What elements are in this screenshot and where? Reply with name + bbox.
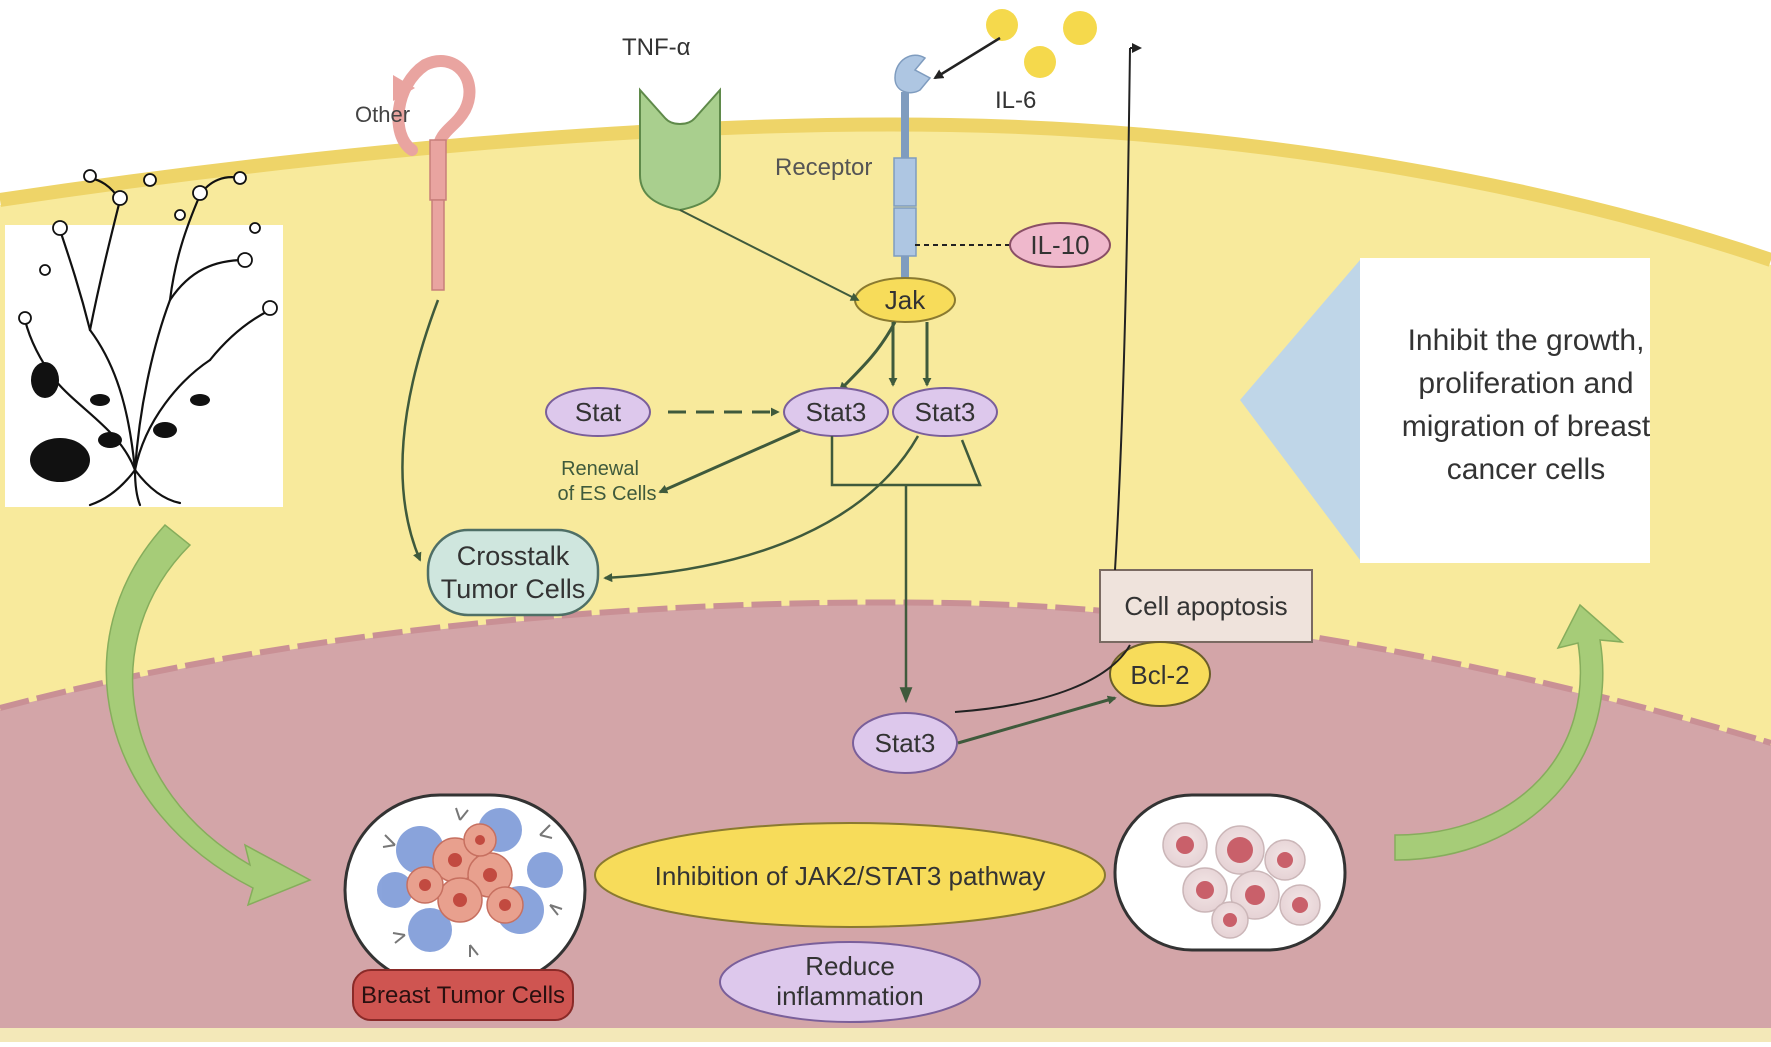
crosstalk-label-1: Crosstalk bbox=[457, 541, 570, 571]
stat-node bbox=[545, 387, 651, 437]
stat3-label-b: Stat3 bbox=[915, 397, 976, 427]
renewal-label-2: of ES Cells bbox=[558, 483, 657, 505]
reduce-label-1: Reduce bbox=[805, 951, 895, 981]
outcome-pointer-triangle bbox=[1240, 260, 1360, 560]
breast-tumor-cells-label: Breast Tumor Cells bbox=[361, 982, 565, 1009]
il6-molecules bbox=[986, 9, 1097, 78]
crosstalk-label-2: Tumor Cells bbox=[441, 574, 586, 604]
stat3-node-b bbox=[892, 387, 998, 437]
stat3-to-apoptosis-line bbox=[954, 644, 1131, 713]
other-ligand-triangle bbox=[393, 75, 415, 101]
stat3-node-nuclear bbox=[852, 712, 958, 774]
stat3-to-renewal-arrow bbox=[658, 428, 801, 494]
il10-label: IL-10 bbox=[1030, 230, 1089, 260]
stat3-label-c: Stat3 bbox=[875, 728, 936, 758]
tnf-to-jak-arrow bbox=[679, 209, 860, 301]
jak-to-stat3a-arrow bbox=[838, 321, 897, 392]
other-label: Other bbox=[355, 102, 410, 127]
tnf-label: TNF-α bbox=[622, 34, 691, 61]
bcl2-label: Bcl-2 bbox=[1130, 660, 1189, 690]
inhibit-line-2: proliferation and bbox=[1418, 367, 1633, 400]
cell-apoptosis-label: Cell apoptosis bbox=[1124, 591, 1287, 621]
treated-cells-image bbox=[1113, 793, 1347, 952]
stat3-to-bcl2-arrow bbox=[957, 695, 1117, 745]
reduce-inflammation-node bbox=[719, 941, 981, 1023]
breast-tumor-cells-badge bbox=[352, 969, 574, 1021]
stat3-node-a bbox=[783, 387, 889, 437]
il6-receptor bbox=[893, 54, 932, 286]
il6-label: IL-6 bbox=[995, 87, 1036, 114]
outcome-panel bbox=[1360, 258, 1650, 563]
inhibition-pathway-node bbox=[594, 822, 1106, 928]
cell-apoptosis-box bbox=[1099, 569, 1313, 643]
il6-binding-arrow bbox=[933, 36, 1001, 80]
apoptosis-feedback-line bbox=[1114, 47, 1131, 571]
plant-illustration bbox=[5, 169, 283, 507]
other-to-crosstalk-arrow bbox=[401, 299, 440, 562]
inhibition-pathway-label: Inhibition of JAK2/STAT3 pathway bbox=[655, 861, 1046, 891]
stat3-to-crosstalk-arrow bbox=[603, 435, 920, 583]
inhibit-line-3: migration of breast bbox=[1402, 410, 1651, 443]
inhibit-line-1: Inhibit the growth, bbox=[1408, 324, 1645, 357]
bottom-strip bbox=[0, 1028, 1771, 1042]
nuclear-envelope bbox=[0, 599, 1771, 746]
stat3-label-a: Stat3 bbox=[806, 397, 867, 427]
tnf-receptor bbox=[639, 87, 721, 212]
breast-tumor-cluster-image bbox=[343, 793, 587, 987]
other-receptor bbox=[392, 55, 476, 291]
il10-node bbox=[1009, 222, 1111, 268]
reduce-label-2: inflammation bbox=[776, 981, 923, 1011]
jak-label: Jak bbox=[885, 285, 926, 315]
green-curved-arrow-right bbox=[1394, 603, 1625, 861]
crosstalk-node bbox=[426, 528, 600, 617]
bcl2-node bbox=[1109, 641, 1211, 707]
inhibit-line-4: cancer cells bbox=[1447, 453, 1605, 486]
cell-membrane bbox=[0, 117, 1771, 267]
renewal-label-1: Renewal bbox=[561, 458, 639, 480]
green-curved-arrow-left bbox=[105, 523, 312, 907]
receptor-label: Receptor bbox=[775, 154, 872, 181]
stat-label: Stat bbox=[575, 397, 622, 427]
